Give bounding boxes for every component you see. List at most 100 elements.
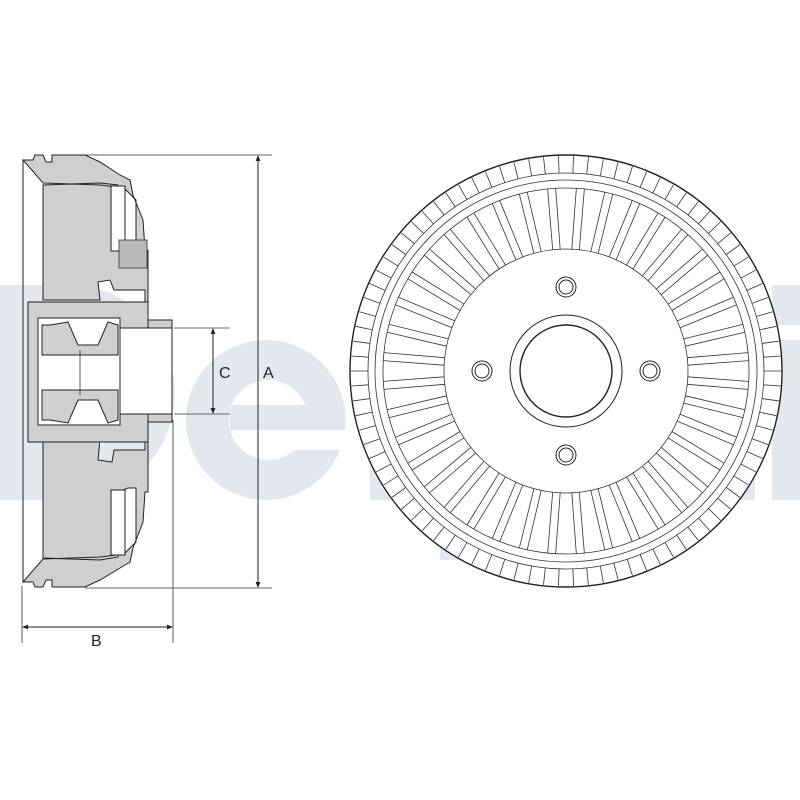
rim-ring xyxy=(374,179,758,563)
side-section-view xyxy=(21,154,173,588)
tooth-line xyxy=(572,568,574,586)
cooling-rib xyxy=(383,376,445,382)
cooling-rib xyxy=(677,296,734,322)
tooth-line xyxy=(613,563,619,580)
cooling-rib xyxy=(547,188,554,250)
cooling-rib xyxy=(683,323,744,340)
tooth-line xyxy=(528,159,533,177)
drum-upper-cavity xyxy=(110,185,126,252)
tooth-line xyxy=(421,210,434,225)
rib-outer-ring xyxy=(382,187,750,555)
tooth-line xyxy=(725,487,741,498)
cooling-rib xyxy=(671,431,725,464)
cooling-rib xyxy=(443,461,485,508)
cooling-rib xyxy=(466,216,500,270)
cooling-rib xyxy=(407,431,461,464)
cooling-rib xyxy=(473,212,506,266)
tooth-line xyxy=(383,256,399,267)
cooling-rib xyxy=(626,212,659,266)
tooth-line xyxy=(708,508,721,521)
cooling-rib xyxy=(667,271,721,305)
cooling-rib xyxy=(615,482,641,539)
tooth-line xyxy=(363,438,381,445)
cooling-rib xyxy=(526,192,542,252)
cooling-rib xyxy=(555,188,561,250)
tooth-line xyxy=(353,340,370,344)
axle-bore xyxy=(119,327,173,415)
cooling-rib xyxy=(590,192,606,252)
cooling-rib xyxy=(449,465,490,513)
cooling-rib xyxy=(395,304,453,329)
dimension-b-label: B xyxy=(91,633,102,650)
tooth-line xyxy=(471,177,480,194)
tooth-line xyxy=(458,542,468,558)
drum-outer-edge xyxy=(349,154,783,588)
cooling-rib xyxy=(597,193,614,254)
tooth-line xyxy=(751,438,769,445)
cooling-rib xyxy=(387,395,447,411)
tooth-line xyxy=(355,325,373,331)
tooth-line xyxy=(762,340,779,344)
tooth-line xyxy=(698,517,711,532)
tooth-line xyxy=(421,517,434,532)
tooth-line xyxy=(499,559,506,576)
cooling-rib xyxy=(424,254,472,295)
cooling-rib xyxy=(547,492,554,554)
tooth-line xyxy=(359,311,376,317)
tooth-line xyxy=(740,463,757,473)
tooth-line xyxy=(433,201,445,216)
tooth-line xyxy=(543,567,546,585)
cooling-rib xyxy=(398,296,455,322)
cooling-rib xyxy=(683,402,744,419)
tooth-line xyxy=(652,177,661,194)
tooth-line xyxy=(759,325,777,331)
cooling-rib xyxy=(642,229,683,277)
tooth-line xyxy=(543,157,546,175)
tooth-line xyxy=(626,166,633,183)
dimension-a-label: A xyxy=(263,365,274,382)
tooth-line xyxy=(746,451,763,459)
tooth-line xyxy=(763,384,781,387)
tooth-line xyxy=(599,565,604,583)
cooling-rib xyxy=(491,203,517,260)
cooling-rib xyxy=(667,437,721,471)
cooling-rib xyxy=(685,395,745,411)
cooling-rib xyxy=(685,331,745,347)
tooth-line xyxy=(586,157,589,175)
cooling-rib xyxy=(388,323,449,340)
cooling-rib xyxy=(647,234,689,281)
center-hub-outer xyxy=(509,314,623,428)
tooth-line xyxy=(733,256,749,267)
tooth-line xyxy=(411,508,424,521)
cooling-rib xyxy=(571,188,577,250)
tooth-line xyxy=(687,526,699,541)
tooth-line xyxy=(572,156,574,174)
bolt-hole xyxy=(642,363,658,379)
tooth-line xyxy=(485,554,493,571)
cooling-rib xyxy=(429,452,476,494)
cooling-rib xyxy=(518,193,535,254)
tooth-line xyxy=(445,192,456,208)
cooling-rib xyxy=(626,476,659,530)
tooth-line xyxy=(433,526,445,541)
tooth-line xyxy=(676,192,687,208)
tooth-line xyxy=(375,463,392,473)
cooling-rib xyxy=(687,360,749,366)
tooth-line xyxy=(528,565,533,583)
watermark-letter-i-dot xyxy=(772,285,800,325)
cooling-rib xyxy=(578,492,585,554)
threaded-stud xyxy=(118,239,148,269)
tooth-line xyxy=(676,534,687,550)
tooth-line xyxy=(746,283,763,291)
dimension-lines: A C B xyxy=(21,154,274,650)
cooling-rib xyxy=(499,200,524,258)
tooth-line xyxy=(401,497,415,510)
tooth-line xyxy=(639,171,647,188)
tooth-line xyxy=(639,554,647,571)
tooth-line xyxy=(717,497,731,510)
cooling-rib xyxy=(429,248,476,290)
cooling-rib xyxy=(647,461,689,508)
tooth-line xyxy=(513,162,519,179)
tooth-line xyxy=(756,311,773,317)
